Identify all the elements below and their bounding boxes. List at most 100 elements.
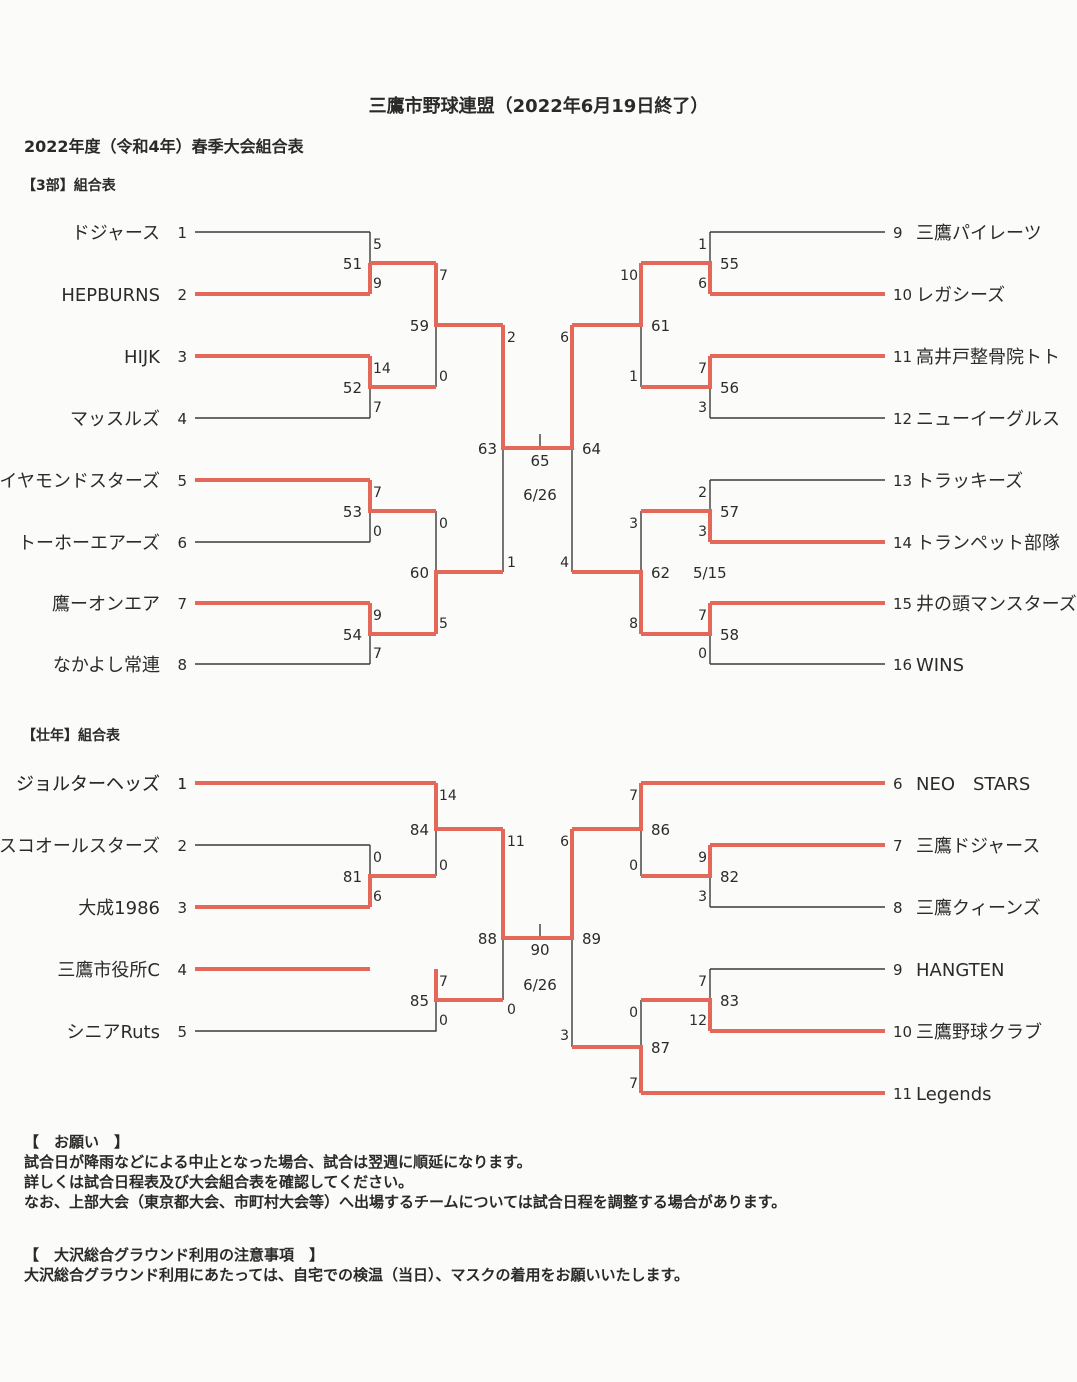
team-seed: 2 <box>177 837 187 855</box>
bracket-line <box>434 570 503 634</box>
team-seed: 9 <box>893 961 903 979</box>
game-number: 53 <box>343 503 362 521</box>
score: 6 <box>560 834 569 850</box>
team-seed: 15 <box>893 595 912 613</box>
game-number: 88 <box>478 930 497 948</box>
team-name: HEPBURNS <box>61 285 160 306</box>
score: 5 <box>373 237 382 253</box>
team-name: ジョルターヘッズ <box>16 774 160 795</box>
score: 3 <box>698 400 707 416</box>
score: 7 <box>373 485 382 501</box>
game-number: 87 <box>651 1039 670 1057</box>
score: 1 <box>507 555 516 571</box>
section-3bu-heading: 【3部】組合表 <box>22 178 116 194</box>
team-seed: 4 <box>177 961 187 979</box>
game-number: 59 <box>410 317 429 335</box>
score: 0 <box>629 1005 638 1021</box>
score: 8 <box>629 616 638 632</box>
final-game-number: 90 <box>530 941 549 959</box>
team-name: 三鷹パイレーツ <box>916 222 1042 244</box>
bracket-line <box>368 874 436 907</box>
game-number: 51 <box>343 255 362 273</box>
game-date: 5/15 <box>693 564 727 582</box>
team-seed: 8 <box>177 656 187 674</box>
game-number: 85 <box>410 992 429 1010</box>
notes-ground: 【 大沢総合グラウンド利用の注意事項 】 大沢総合グラウンド利用にあたっては、自… <box>24 1245 689 1285</box>
team-seed: 12 <box>893 410 912 428</box>
score: 6 <box>698 276 707 292</box>
score: 3 <box>560 1028 569 1044</box>
score: 10 <box>620 268 638 284</box>
bracket-line <box>540 325 574 450</box>
team-name: レガシーズ <box>916 285 1005 306</box>
score: 0 <box>439 369 448 385</box>
score: 3 <box>698 524 707 540</box>
score: 9 <box>373 276 382 292</box>
game-number: 86 <box>651 821 670 839</box>
score: 1 <box>698 237 707 253</box>
score: 7 <box>698 608 707 624</box>
game-number: 57 <box>720 503 739 521</box>
team-name: 三鷹野球クラブ <box>916 1021 1042 1043</box>
final-game-number: 65 <box>530 452 549 470</box>
team-name: トラッキーズ <box>916 471 1023 492</box>
notes-ground-line: 大沢総合グラウンド利用にあたっては、自宅での検温（当日）、マスクの着用をお願いい… <box>24 1266 689 1284</box>
score: 7 <box>439 974 448 990</box>
score: 7 <box>698 974 707 990</box>
team-name: WINS <box>916 655 964 676</box>
bracket-line <box>368 261 436 294</box>
team-name: トランペット部隊 <box>916 533 1060 554</box>
team-seed: 5 <box>177 1023 187 1041</box>
bracket-line <box>641 998 712 1031</box>
score: 1 <box>629 369 638 385</box>
bracket-line <box>641 356 712 389</box>
score: 7 <box>698 361 707 377</box>
team-name: 大成1986 <box>78 898 160 919</box>
team-seed: 3 <box>177 899 187 917</box>
bracket-line <box>368 480 436 513</box>
score: 7 <box>439 268 448 284</box>
score: 14 <box>373 361 391 377</box>
team-name: ニューイーグルス <box>916 409 1060 430</box>
game-number: 82 <box>720 868 739 886</box>
team-seed: 13 <box>893 472 912 490</box>
game-number: 64 <box>582 440 601 458</box>
notes-request-line: なお、上部大会（東京都大会、市町村大会等）へ出場するチームについては試合日程を調… <box>24 1193 787 1211</box>
game-number: 61 <box>651 317 670 335</box>
team-name: 三鷹クィーンズ <box>916 897 1041 919</box>
team-seed: 10 <box>893 286 912 304</box>
game-number: 63 <box>478 440 497 458</box>
team-seed: 7 <box>893 837 903 855</box>
team-name: なかよし常連 <box>53 655 160 676</box>
notes-ground-title: 【 大沢総合グラウンド利用の注意事項 】 <box>24 1246 325 1264</box>
score: 6 <box>560 330 569 346</box>
team-name: Legends <box>916 1084 992 1105</box>
team-seed: 10 <box>893 1023 912 1041</box>
score: 0 <box>439 516 448 532</box>
game-number: 56 <box>720 379 739 397</box>
team-name: ドジャース <box>72 223 160 244</box>
score: 3 <box>698 889 707 905</box>
game-number: 81 <box>343 868 362 886</box>
tournament-brackets: 1ドジャース2HEPBURNS3HIJK4マッスルズ5ダイヤモンドスターズ6トー… <box>0 222 1077 1105</box>
team-name: 井の頭マンスターズ <box>916 594 1077 615</box>
score: 2 <box>698 485 707 501</box>
score: 0 <box>629 858 638 874</box>
tournament-title: 2022年度（令和4年）春季大会組合表 <box>24 137 304 156</box>
team-seed: 8 <box>893 899 903 917</box>
score: 7 <box>629 788 638 804</box>
score: 3 <box>629 516 638 532</box>
bracket-line <box>641 603 712 636</box>
bracket-line <box>501 325 540 450</box>
game-number: 54 <box>343 626 362 644</box>
score: 0 <box>507 1002 516 1018</box>
notes-request: 【 お願い 】 試合日が降雨などによる中止となった場合、試合は翌週に順延になりま… <box>24 1132 786 1212</box>
score: 2 <box>507 330 516 346</box>
score: 0 <box>698 646 707 662</box>
score: 0 <box>439 1013 448 1029</box>
score: 14 <box>439 788 457 804</box>
bracket-line <box>540 829 574 940</box>
game-number: 62 <box>651 564 670 582</box>
game-number: 52 <box>343 379 362 397</box>
final-date: 6/26 <box>523 486 557 504</box>
